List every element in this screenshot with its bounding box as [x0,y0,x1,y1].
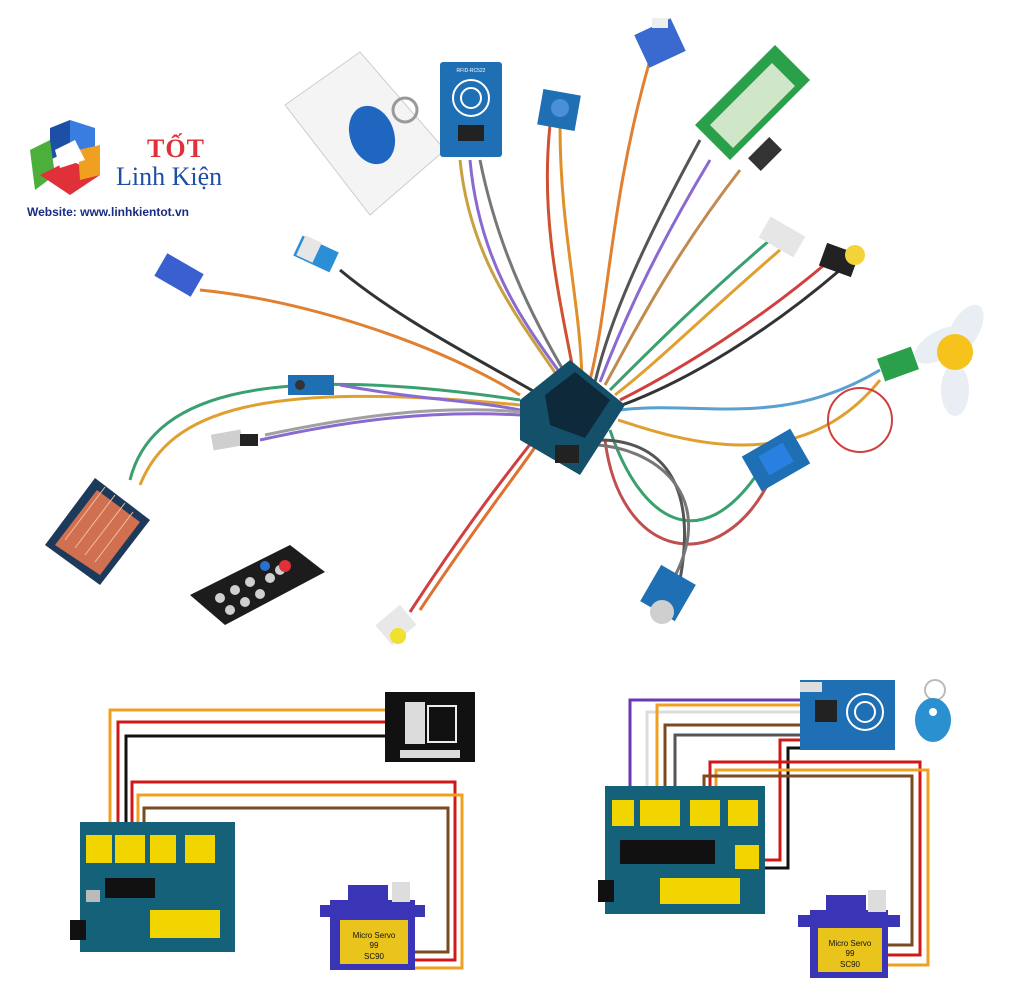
servo-left-line1: Micro Servo [353,931,396,940]
brand-top-text: TỐT [147,134,205,163]
jumper-wires [128,59,893,613]
servo-right-line2: 99 [846,949,855,958]
lcd-display-module [695,45,810,171]
rain-sensor-module [45,478,150,585]
relay-module [741,428,811,492]
ir-remote-icon [190,545,325,625]
rfid-reader-schematic [800,680,895,750]
rfid-card-icon [284,51,446,216]
ir-sensor-module [288,375,334,395]
logo-cube-icon [30,120,100,195]
light-sensor-module [758,216,806,258]
servo-motor-left: Micro Servo 99 SC90 [320,882,425,970]
brand-website: Website: www.linhkientot.vn [27,205,190,219]
dht-sensor-module [293,235,339,273]
servo-left-line3: SC90 [364,952,385,961]
hall-sensor-module [154,253,204,297]
servo-right-line1: Micro Servo [829,939,872,948]
schematic-right-wires [628,698,930,967]
servo-left-line2: 99 [370,941,379,950]
ir-receiver-module [210,429,258,451]
rfid-reader-module [440,62,502,157]
brand-name: Linh Kiện [116,162,223,191]
mini-servo-top [634,18,686,68]
led-module [375,604,417,646]
servo-motor-right: Micro Servo 99 SC90 [798,890,900,978]
servo-right-line3: SC90 [840,960,861,969]
fan-icon [876,304,984,416]
nano-shield-left [70,822,235,952]
button-module [818,242,865,278]
gas-sensor-module [640,564,696,624]
nano-shield-right [598,786,765,914]
main-controller-board [520,360,625,475]
schematic-left-wires [108,708,464,970]
joystick-module [385,692,475,762]
rfid-board-label: RFID-RC522 [457,68,486,74]
touch-sensor-module [537,88,581,132]
key-fob-icon [915,679,951,742]
